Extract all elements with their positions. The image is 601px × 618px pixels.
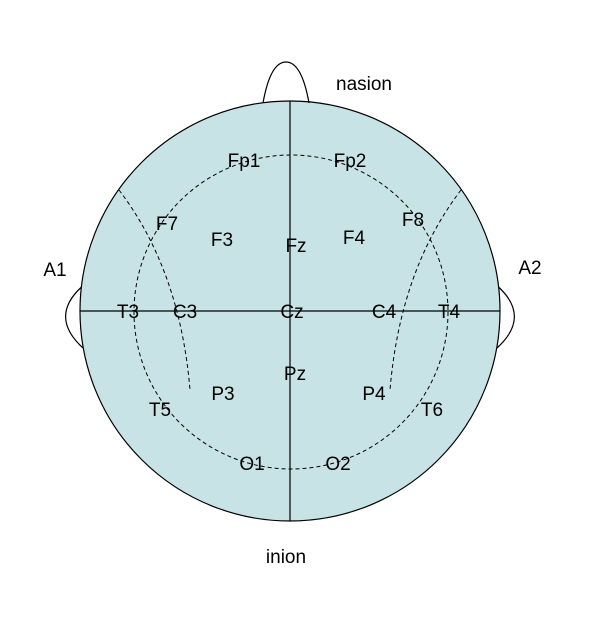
right-ear-shape [496, 286, 515, 349]
electrode-label-t3: T3 [117, 302, 139, 323]
electrode-label-f4: F4 [343, 228, 366, 249]
electrode-label-f8: F8 [402, 210, 424, 231]
electrode-label-cz: Cz [280, 302, 303, 323]
left-ear-shape [65, 286, 84, 349]
electrode-label-t5: T5 [149, 400, 171, 421]
inion-label: inion [266, 547, 306, 568]
nose-shape [262, 61, 310, 104]
electrode-label-a2: A2 [518, 258, 541, 279]
electrode-label-p4: P4 [362, 384, 386, 405]
right-lateral-arc-dashed [389, 189, 462, 391]
electrode-label-pz: Pz [284, 364, 306, 385]
electrode-label-o1: O1 [239, 454, 264, 475]
left-lateral-arc-dashed [118, 189, 191, 391]
electrode-ring-dashed [133, 154, 449, 470]
electrode-label-fz: Fz [285, 236, 306, 257]
electrode-label-p3: P3 [211, 384, 234, 405]
electrode-label-o2: O2 [325, 454, 350, 475]
nasion-label: nasion [336, 74, 392, 95]
electrode-label-f7: F7 [156, 214, 178, 235]
electrode-label-fp1: Fp1 [228, 151, 261, 172]
electrode-label-a1: A1 [43, 260, 66, 281]
electrode-label-fp2: Fp2 [334, 151, 367, 172]
electrode-label-c3: C3 [173, 302, 197, 323]
electrode-label-c4: C4 [372, 302, 397, 323]
electrode-label-t6: T6 [421, 400, 443, 421]
electrode-label-f3: F3 [211, 230, 233, 251]
electrode-label-t4: T4 [438, 302, 461, 323]
